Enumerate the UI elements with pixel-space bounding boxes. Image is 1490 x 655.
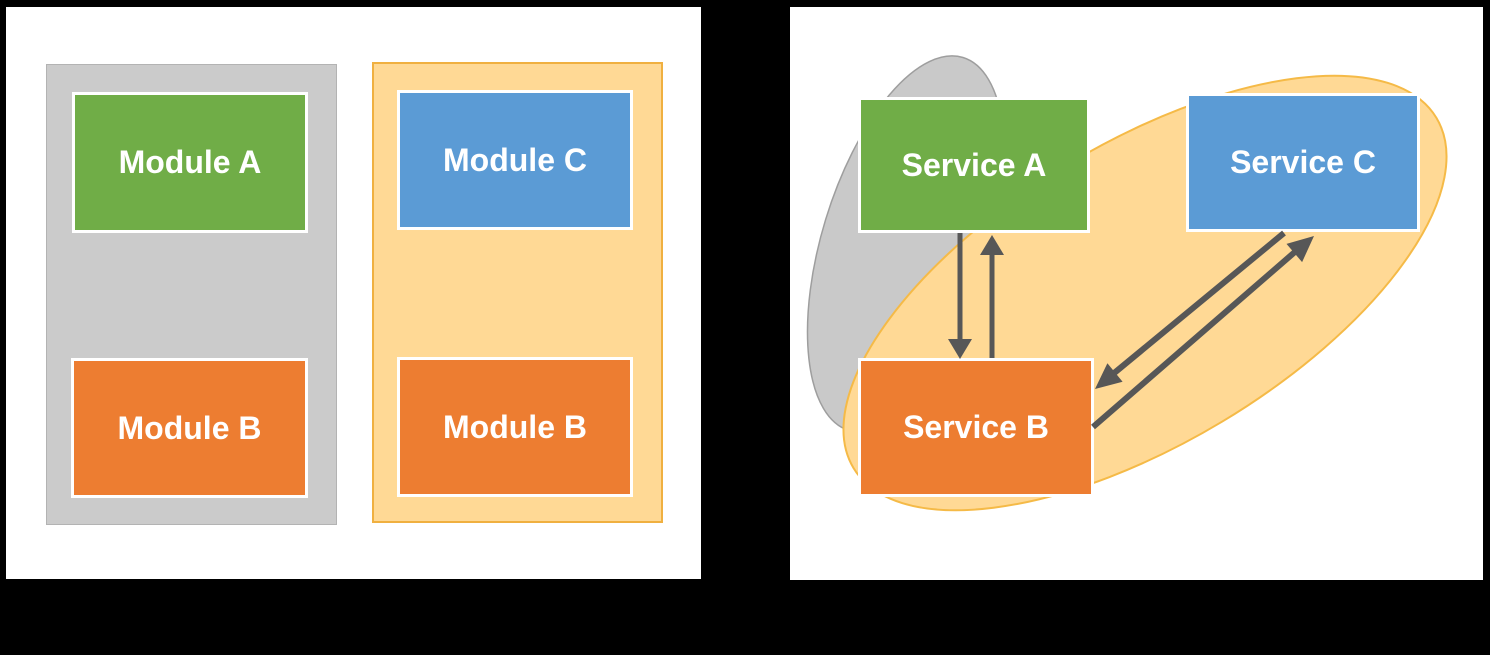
service-a-box: Service A [858,97,1090,233]
service-b-label: Service B [903,409,1049,445]
module-b-label: Module B [117,409,262,446]
service-c-box: Service C [1186,93,1420,232]
service-a-label: Service A [901,146,1047,183]
modules-panel: Module A Module B Module C Module B [6,7,701,579]
arrow-service-b-to-c [1091,236,1314,430]
module-b-box: Module B [71,358,308,498]
module-b-copy-label: Module B [443,408,587,445]
module-a-label: Module A [118,144,262,180]
module-c-label: Module C [443,141,587,178]
module-c-box: Module C [397,90,633,230]
arrow-service-c-to-b [1095,230,1286,389]
arrow-service-a-to-b [948,233,972,359]
arrow-service-b-to-a [980,235,1004,358]
module-b-copy-box: Module B [397,357,633,497]
module-a-box: Module A [72,92,308,233]
service-c-label: Service C [1230,144,1376,180]
service-b-box: Service B [858,358,1094,497]
services-panel: Service A Service C Service B [790,7,1483,580]
